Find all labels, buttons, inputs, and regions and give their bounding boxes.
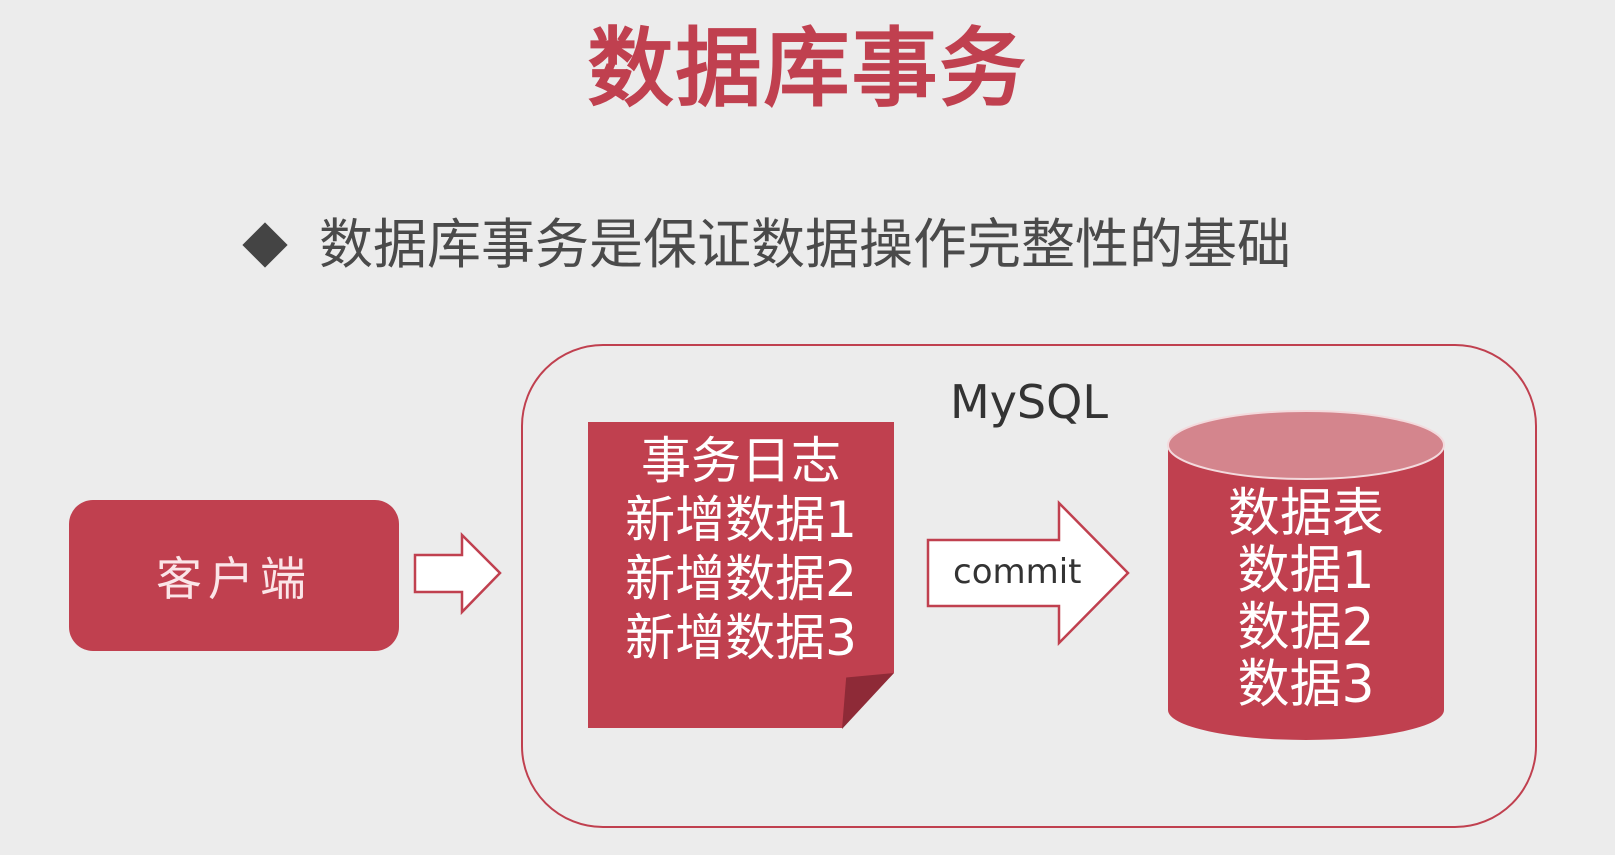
transaction-log-box: 事务日志 新增数据1 新增数据2 新增数据3 (588, 422, 894, 728)
client-box: 客户端 (69, 500, 399, 651)
mysql-label: MySQL (950, 375, 1108, 429)
slide-title: 数据库事务 (587, 19, 1028, 119)
commit-arrow-icon (926, 499, 1130, 647)
client-label: 客户端 (156, 551, 312, 606)
data-table-lines: 数据表 数据1 数据2 数据3 (1168, 486, 1444, 714)
mysql-container (521, 344, 1537, 828)
database-cylinder-icon (1167, 410, 1445, 740)
commit-label: commit (953, 552, 1082, 592)
table-line: 数据3 (1237, 655, 1375, 715)
transaction-log-lines: 事务日志 新增数据1 新增数据2 新增数据3 (588, 432, 894, 668)
bullet-point: 数据库事务是保证数据操作完整性的基础 (242, 213, 1291, 278)
table-line: 数据2 (1237, 598, 1375, 658)
log-line: 事务日志 (641, 432, 841, 490)
table-line: 数据1 (1237, 541, 1375, 601)
log-line: 新增数据2 (625, 550, 857, 608)
client-arrow-icon (413, 531, 502, 616)
log-line: 新增数据1 (625, 491, 857, 549)
log-line: 新增数据3 (625, 609, 857, 667)
bullet-text: 数据库事务是保证数据操作完整性的基础 (319, 213, 1291, 276)
table-line: 数据表 (1227, 484, 1384, 544)
